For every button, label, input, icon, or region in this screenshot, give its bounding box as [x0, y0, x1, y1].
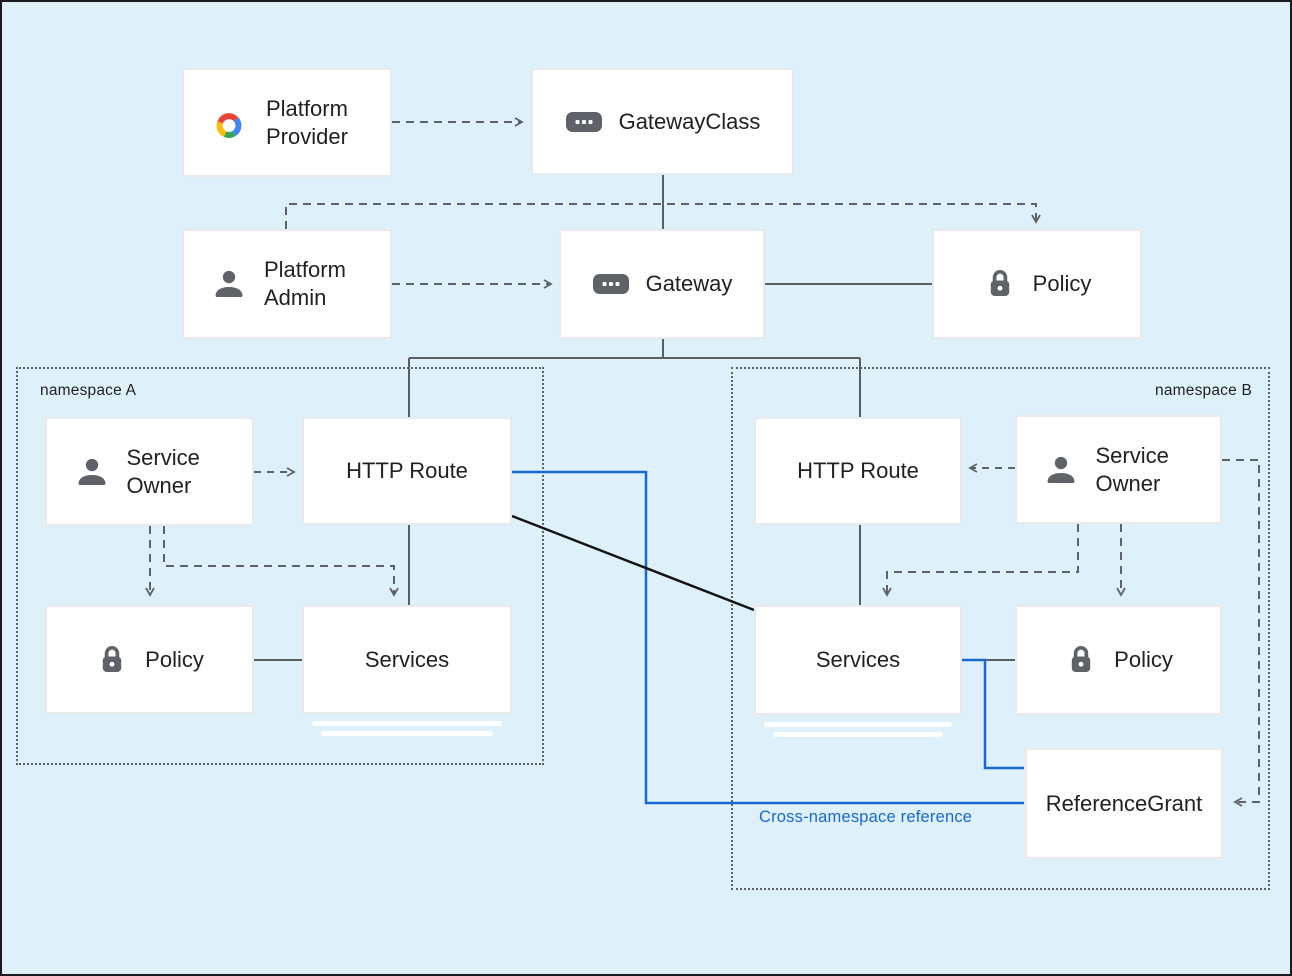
services-a-stack-line-1	[312, 721, 502, 726]
person-icon	[1042, 451, 1080, 489]
referencegrant-label: ReferenceGrant	[1045, 790, 1203, 816]
services-b-stack-line-1	[764, 722, 952, 727]
policy-cluster-label: Policy	[1032, 271, 1092, 296]
cross-namespace-reference-label: Cross-namespace reference	[759, 808, 973, 826]
google-cloud-logo-icon	[208, 105, 250, 141]
policy-a-node: Policy	[45, 605, 254, 714]
gatewayclass-node: GatewayClass	[531, 68, 794, 175]
service-owner-b-label: Service Owner	[1095, 442, 1169, 496]
platform-provider-node: Platform Provider	[182, 68, 392, 177]
platform-provider-label: Platform Provider	[266, 95, 348, 149]
gateway-resource-icon	[592, 273, 630, 295]
services-b-node: Services	[754, 605, 962, 715]
http-route-b-node: HTTP Route	[754, 417, 962, 525]
platform-admin-label: Platform Admin	[264, 257, 346, 310]
policy-b-node: Policy	[1015, 605, 1222, 715]
services-a-node: Services	[302, 605, 512, 714]
namespace-a-label: namespace A	[40, 382, 137, 399]
policy-a-label: Policy	[145, 646, 204, 672]
services-a-stack-line-2	[321, 731, 493, 736]
gatewayclass-label: GatewayClass	[618, 108, 761, 134]
service-owner-a-node: Service Owner	[45, 417, 254, 526]
service-owner-b-node: Service Owner	[1015, 415, 1222, 524]
line-httproute-a-to-services-b	[511, 514, 755, 612]
service-owner-a-label: Service Owner	[126, 444, 200, 498]
referencegrant-node: ReferenceGrant	[1025, 748, 1223, 859]
person-icon	[73, 453, 111, 491]
http-route-a-node: HTTP Route	[302, 417, 512, 525]
policy-b-label: Policy	[1114, 647, 1173, 672]
person-icon	[210, 265, 248, 303]
services-b-stack-line-2	[773, 732, 943, 737]
services-b-label: Services	[815, 647, 901, 672]
http-route-a-label: HTTP Route	[346, 458, 468, 483]
gatewayclass-resource-icon	[565, 111, 603, 133]
arrow-admin-stub-to-policy	[285, 203, 1041, 229]
services-a-label: Services	[364, 646, 450, 672]
lock-icon	[983, 267, 1017, 301]
policy-cluster-node: Policy	[932, 229, 1142, 339]
gateway-label: Gateway	[645, 271, 733, 296]
namespace-b-label: namespace B	[1155, 382, 1252, 399]
http-route-b-label: HTTP Route	[797, 458, 919, 483]
lock-icon	[95, 643, 129, 677]
platform-admin-node: Platform Admin	[182, 229, 392, 339]
gateway-node: Gateway	[559, 229, 765, 339]
lock-icon	[1064, 643, 1098, 677]
